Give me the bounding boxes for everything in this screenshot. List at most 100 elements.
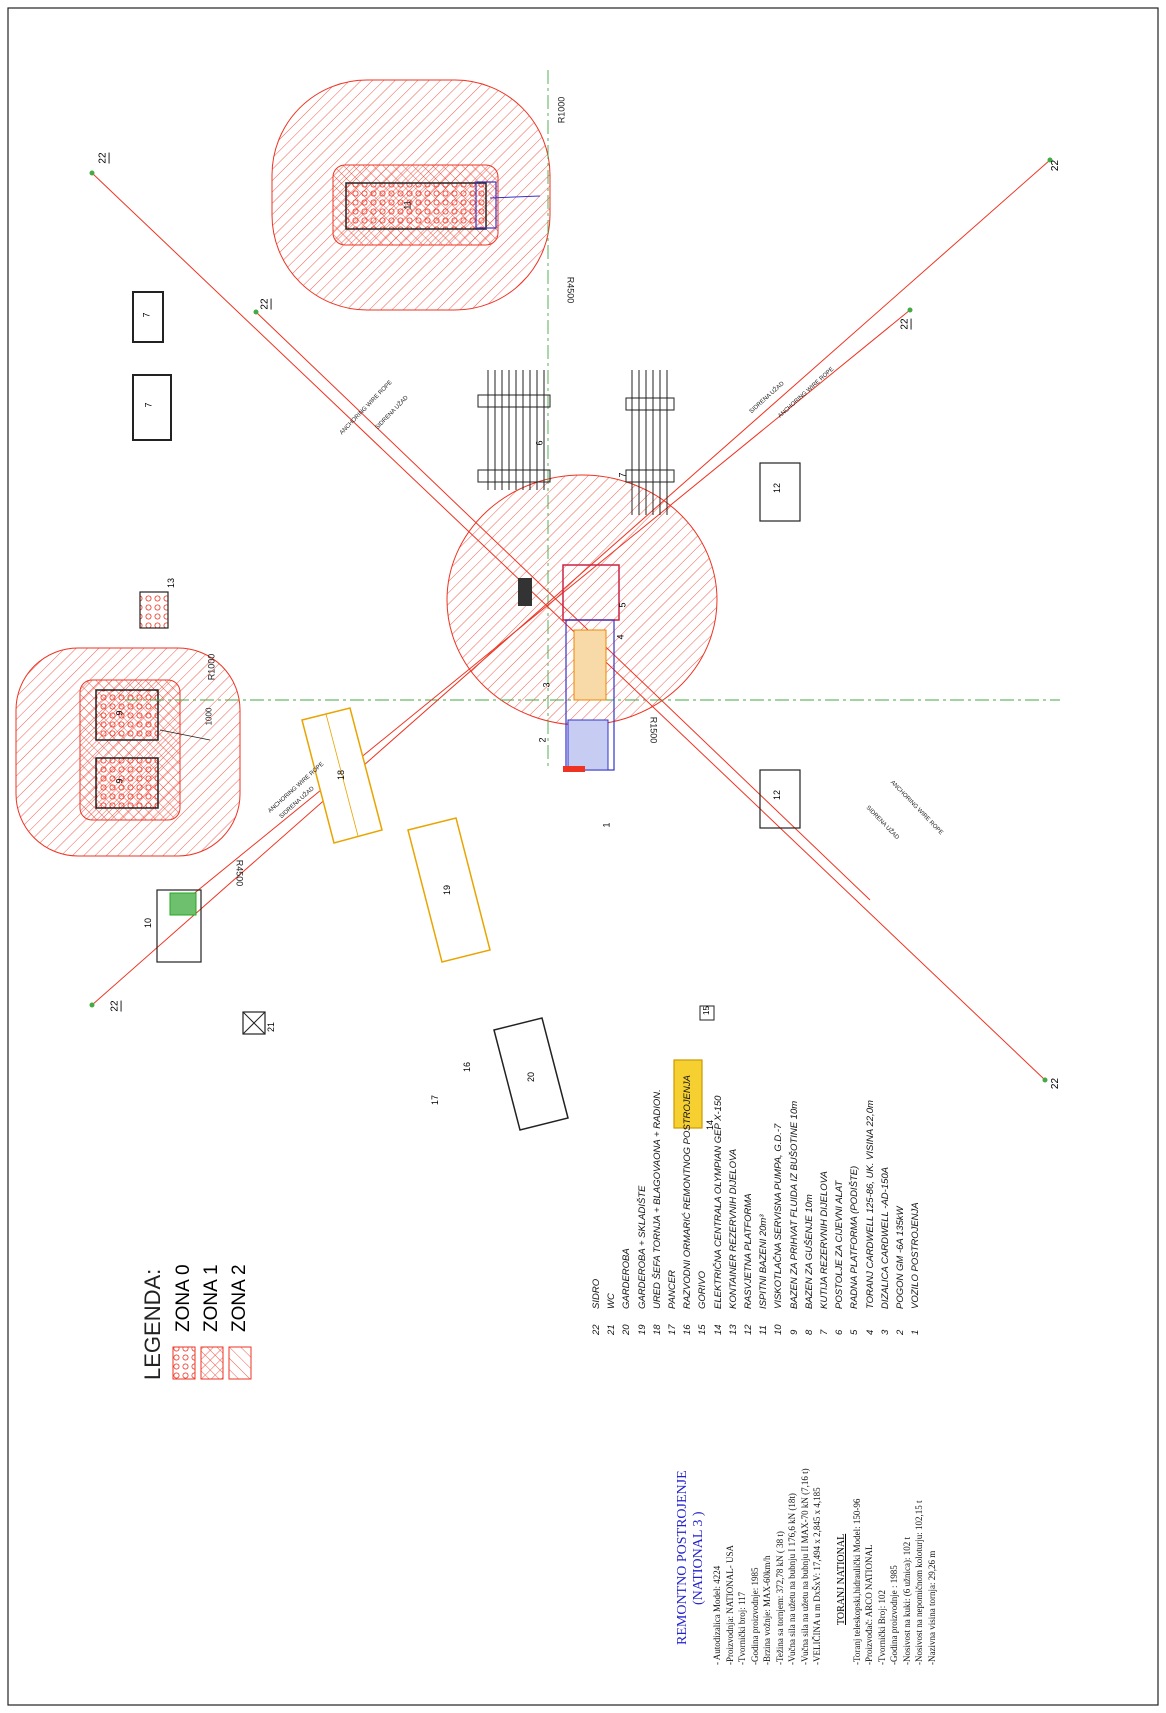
marker-9a: 9 <box>114 710 125 716</box>
parts-row: 16 RAZVODNI ORMARIĆ REMONTNOG POSTROJENJA <box>681 865 695 1335</box>
marker-7b: 7 <box>141 312 152 318</box>
parts-row: 12 RASVJETNA PLATFORMA <box>742 865 756 1335</box>
parts-row: 14 ELEKTRIČNA CENTRALA OLYMPIAN GEP X-150 <box>712 865 726 1335</box>
marker-21: 21 <box>266 1021 277 1033</box>
parts-label: VISKOTLAČNA SERVISNA PUMPA, G.D.-7 <box>773 1123 785 1309</box>
parts-num: 22 <box>591 1324 602 1335</box>
marker-anchor-3: 22 <box>109 1000 122 1012</box>
parts-num: 2 <box>895 1329 907 1335</box>
legend-label-zona0: ZONA 0 <box>173 1264 194 1332</box>
parts-num: 5 <box>849 1329 861 1335</box>
marker-17: 17 <box>430 1094 441 1106</box>
parts-label: ISPITNI BAZENI 20m³ <box>758 1214 770 1310</box>
parts-num: 8 <box>803 1329 815 1335</box>
parts-label: BAZEN ZA PRIHVAT FLUIDA IZ BUŠOTINE 10m <box>788 1100 800 1309</box>
parts-label: TORANJ CARDWELL 125-86, UK. VISINA 22,0m <box>864 1100 876 1309</box>
legend-label-zona1: ZONA 1 <box>201 1264 222 1332</box>
parts-num: 9 <box>788 1329 800 1335</box>
spare-box-7a <box>132 291 164 343</box>
marker-anchor-2: 22 <box>259 298 272 310</box>
label-r1000-left: R1000 <box>206 653 217 681</box>
label-r4500-top: R4500 <box>565 276 576 304</box>
zona1-swatch <box>200 1346 224 1380</box>
parts-row: 9 BAZEN ZA PRIHVAT FLUIDA IZ BUŠOTINE 10m <box>788 865 802 1335</box>
container-13 <box>139 591 169 629</box>
parts-label: KONTAINER REZERVNIH DIJELOVA <box>727 1148 739 1309</box>
parts-num: 6 <box>834 1329 846 1335</box>
parts-num: 20 <box>621 1324 633 1335</box>
legend-label-zona2: ZONA 2 <box>229 1264 250 1332</box>
wc-21 <box>242 1011 266 1035</box>
parts-num: 14 <box>712 1324 724 1335</box>
parts-label: GORIVO <box>697 1270 709 1309</box>
label-r1500-center: R1500 <box>648 716 659 744</box>
parts-row: 22 SIDRO <box>590 865 604 1335</box>
marker-7c: 7 <box>143 402 154 408</box>
marker-16: 16 <box>462 1061 473 1073</box>
parts-num: 17 <box>667 1324 679 1335</box>
pipe-rack-7 <box>625 370 675 515</box>
marker-anchor-5: 22 <box>899 318 912 330</box>
marker-4: 4 <box>615 634 626 640</box>
marker-20: 20 <box>526 1071 537 1083</box>
parts-row: 21 WC <box>605 865 619 1335</box>
parts-row: 8 BAZEN ZA GUŠENJE 10m <box>803 865 817 1335</box>
parts-label: BAZEN ZA GUŠENJE 10m <box>803 1194 815 1309</box>
parts-num: 16 <box>682 1324 694 1335</box>
pool-line <box>489 195 541 199</box>
parts-row: 15 GORIVO <box>696 865 710 1335</box>
parts-num: 4 <box>864 1329 876 1335</box>
fuel-15 <box>699 1005 715 1021</box>
pipe-rack-6 <box>477 370 551 490</box>
parts-row: 4 TORANJ CARDWELL 125-86, UK. VISINA 22,0… <box>864 865 878 1335</box>
marker-3: 3 <box>541 682 552 688</box>
parts-label: RASVJETNA PLATFORMA <box>743 1193 755 1309</box>
marker-1: 1 <box>601 822 612 828</box>
parts-row: 17 PANCER <box>666 865 680 1335</box>
parts-num: 15 <box>697 1324 709 1335</box>
legend-item-zona2: ZONA 2 <box>228 1170 252 1380</box>
label-r4500-left: R4500 <box>234 859 245 887</box>
parts-num: 12 <box>743 1324 755 1335</box>
marker-anchor-4: 22 <box>1050 159 1062 172</box>
rig-vehicle <box>518 564 620 772</box>
marker-11: 11 <box>402 200 413 210</box>
parts-label: DIZALICA CARDWELL -AD-150A <box>879 1166 891 1309</box>
trailer-20 <box>493 1017 569 1131</box>
pool-9a <box>95 689 159 741</box>
parts-label: RAZVODNI ORMARIĆ REMONTNOG POSTROJENJA <box>682 1075 694 1309</box>
parts-label: PANCER <box>667 1270 679 1309</box>
parts-num: 21 <box>606 1324 618 1335</box>
marker-12a: 12 <box>772 482 783 494</box>
marker-6: 6 <box>534 440 545 446</box>
parts-label: WC <box>606 1293 618 1309</box>
zona0-swatch <box>172 1346 196 1380</box>
marker-19: 19 <box>442 884 453 896</box>
parts-label: SIDRO <box>591 1278 602 1309</box>
parts-row: 13 KONTAINER REZERVNIH DIJELOVA <box>727 865 741 1335</box>
generator-14 <box>673 1059 703 1129</box>
parts-num: 1 <box>910 1329 922 1335</box>
sheet-border <box>7 7 1159 1706</box>
parts-num: 10 <box>773 1324 785 1335</box>
zone-area-top <box>271 79 551 311</box>
legend-item-zona1: ZONA 1 <box>200 1170 224 1380</box>
parts-label: ELEKTRIČNA CENTRALA OLYMPIAN GEP X-150 <box>712 1095 724 1309</box>
marker-2: 2 <box>537 737 548 743</box>
parts-row: 10 VISKOTLAČNA SERVISNA PUMPA, G.D.-7 <box>772 865 786 1335</box>
parts-label: URED ŠEFA TORNJA + BLAGOVAONA + RADION. <box>651 1089 663 1309</box>
pump-10-panel <box>169 892 197 916</box>
label-r1000-top: R1000 <box>556 96 567 124</box>
anchor-points <box>89 157 1053 1083</box>
trailer-18 <box>301 707 383 844</box>
parts-num: 13 <box>727 1324 739 1335</box>
zone-0-core <box>345 182 487 230</box>
label-dim-1000: 1000 <box>204 707 214 726</box>
